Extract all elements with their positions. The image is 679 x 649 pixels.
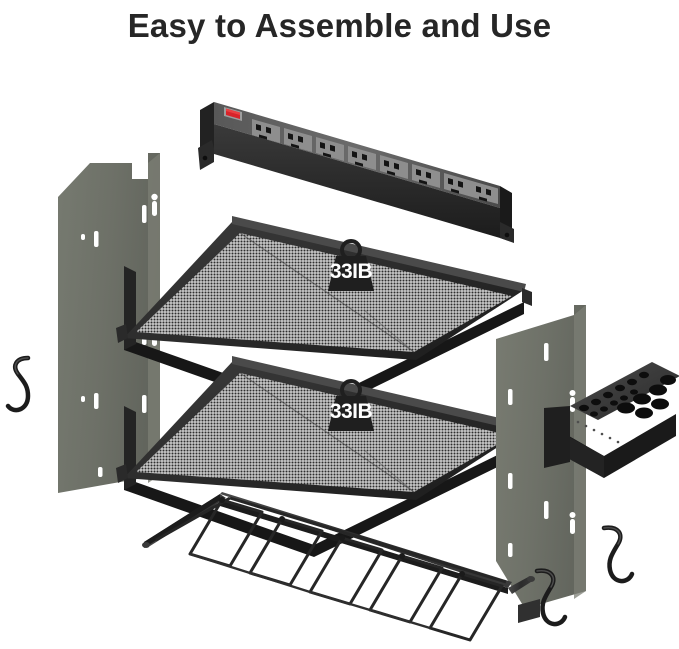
rack-end-cap-right	[527, 576, 535, 582]
s-hook-left	[4, 352, 44, 432]
shelf-lower	[114, 350, 534, 557]
strip-front-face	[214, 124, 500, 238]
holder-large-slot-group	[617, 375, 676, 419]
shelf-tab-lower-left	[116, 464, 128, 483]
outlet-group	[252, 119, 498, 204]
weight-body-icon	[328, 256, 374, 291]
shelf-rear-rail-lower	[232, 356, 526, 432]
shelf-upper	[114, 210, 534, 417]
outlet	[444, 173, 472, 197]
tool-holder	[544, 350, 679, 515]
shelf-mesh-lower	[136, 373, 512, 492]
shelf-tab-upper-right	[522, 288, 532, 306]
power-switch-icon	[224, 107, 242, 121]
rack-end-cap-left	[142, 542, 150, 548]
wire-rack	[122, 484, 537, 644]
weight-badge-upper: 33IB	[314, 238, 388, 295]
shelf-rear-rail-upper	[232, 216, 526, 292]
panel-notch-left	[132, 163, 148, 179]
power-strip	[196, 90, 516, 243]
holder-top-plate	[570, 362, 679, 420]
outlet	[472, 181, 498, 204]
weight-badge-lower-label: 33IB	[329, 400, 373, 423]
weight-badge-upper-label: 33IB	[329, 260, 373, 283]
page-title: Easy to Assemble and Use	[127, 7, 552, 44]
outlet	[412, 164, 440, 188]
holder-small-hole-group	[579, 371, 649, 417]
outlet	[348, 146, 376, 170]
outlet	[252, 119, 280, 143]
weight-badge-lower: 33IB	[314, 378, 388, 435]
s-hook-right-lower	[527, 565, 571, 649]
rack-rail-right	[508, 576, 534, 594]
holder-rivet-group	[576, 420, 620, 444]
rack-divider	[428, 572, 504, 642]
shelf-mesh-upper	[136, 233, 512, 352]
shelf-tab-upper-left	[116, 324, 128, 343]
outlet	[284, 128, 312, 152]
rack-joint-group	[219, 497, 465, 577]
weight-body-icon	[328, 396, 374, 431]
rack-divider	[248, 517, 324, 587]
exploded-assembly-diagram: 33IB	[0, 52, 679, 643]
s-hook-right-upper	[594, 522, 638, 606]
panel-body-right	[496, 305, 586, 617]
outlet	[380, 155, 408, 179]
panel-foot-right	[518, 599, 540, 623]
outlet	[316, 137, 344, 161]
holder-mount-plate	[544, 406, 570, 468]
rack-crosswire-group	[189, 552, 431, 630]
mount-ear-left	[198, 140, 214, 170]
mount-ear-right	[500, 222, 514, 243]
